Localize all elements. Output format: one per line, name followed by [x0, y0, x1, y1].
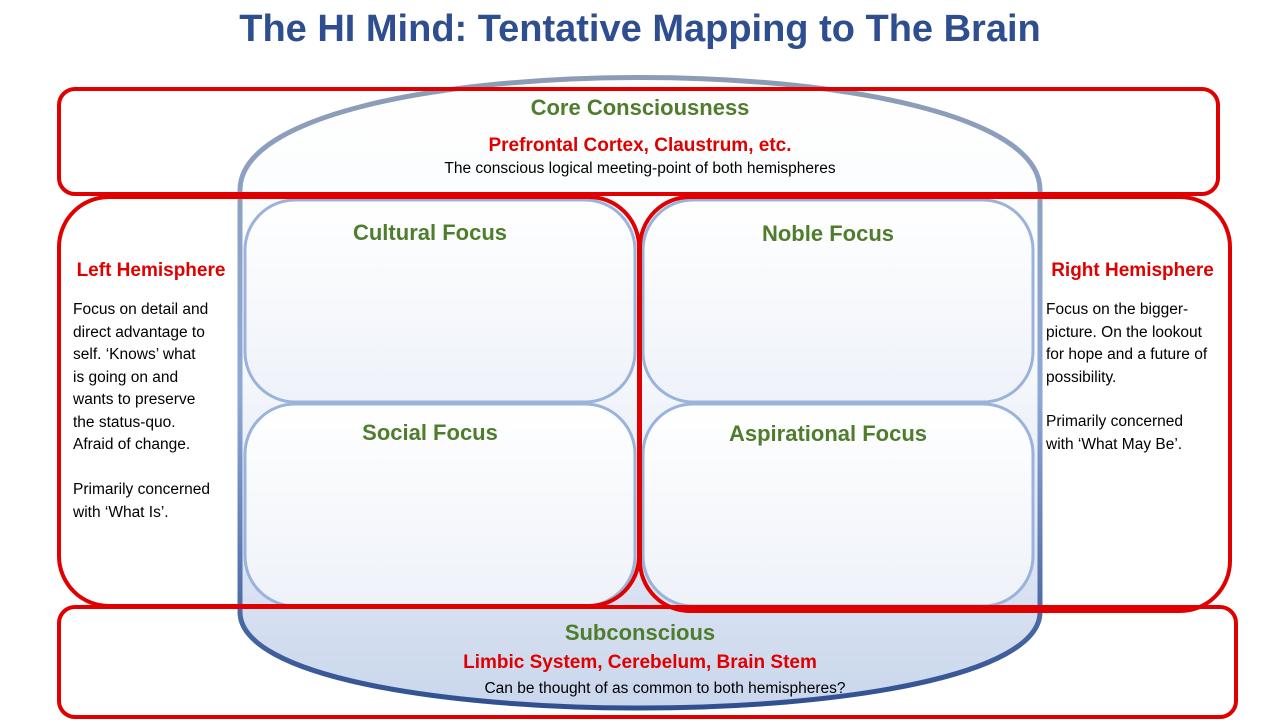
left-hemisphere-heading: Left Hemisphere [76, 260, 226, 281]
right-hemisphere-heading: Right Hemisphere [1051, 260, 1214, 281]
core-description: The conscious logical meeting-point of b… [444, 160, 836, 177]
noble-focus-label: Noble Focus [761, 221, 894, 246]
right-hemisphere-description: Focus on the bigger- picture. On the loo… [1046, 301, 1208, 386]
cultural-focus-label: Cultural Focus [352, 220, 507, 245]
noble-focus-box [641, 198, 1035, 404]
subconscious-frame [57, 605, 1238, 719]
cultural-focus-box [243, 198, 637, 404]
core-regions-label: Prefrontal Cortex, Claustrum, etc. [488, 135, 792, 156]
subconscious-description: Can be thought of as common to both hemi… [484, 680, 846, 697]
right-hemisphere-concern: Primarily concerned with ‘What May Be’. [1046, 413, 1183, 453]
left-hemisphere-concern: Primarily concerned with ‘What Is’. [73, 481, 210, 521]
social-focus-label: Social Focus [362, 420, 498, 445]
subconscious-heading: Subconscious [564, 620, 716, 645]
left-hemisphere-description: Focus on detail and direct advantage to … [73, 301, 209, 453]
core-consciousness-heading: Core Consciousness [530, 95, 750, 120]
right-hemisphere-frame [638, 195, 1232, 613]
core-consciousness-frame [57, 87, 1220, 196]
aspirational-focus-label: Aspirational Focus [728, 421, 928, 446]
subconscious-regions-label: Limbic System, Cerebelum, Brain Stem [463, 652, 817, 673]
page-title: The HI Mind: Tentative Mapping to The Br… [239, 8, 1041, 50]
